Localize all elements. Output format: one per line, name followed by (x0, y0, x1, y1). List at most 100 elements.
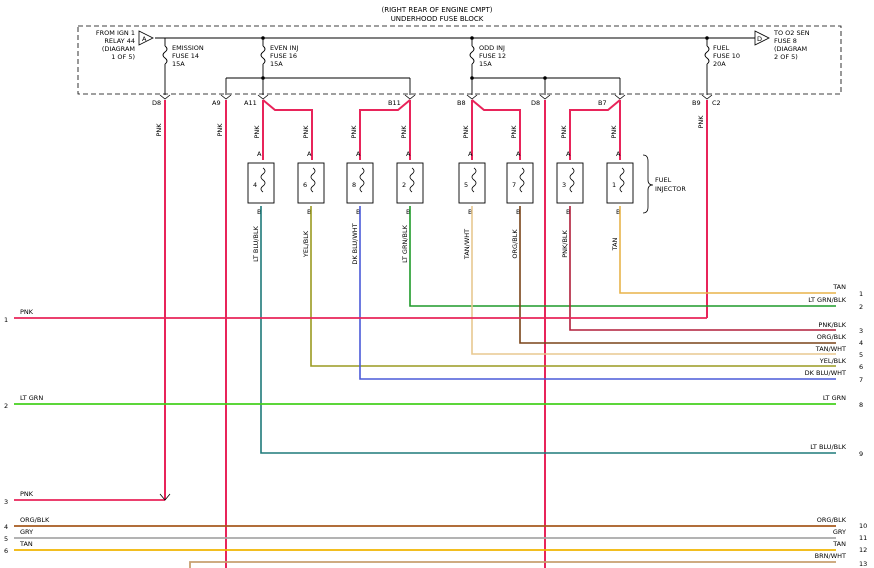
svg-text:PNK: PNK (400, 125, 408, 139)
injector-6: A 6 B (297, 150, 325, 216)
svg-text:6: 6 (859, 363, 863, 371)
svg-text:9: 9 (859, 450, 863, 458)
svg-text:B: B (468, 208, 472, 216)
svg-text:PNK: PNK (610, 125, 618, 139)
svg-text:GRY: GRY (833, 528, 846, 536)
svg-text:ODD INJ: ODD INJ (479, 44, 505, 52)
svg-text:TAN/WHT: TAN/WHT (815, 345, 846, 353)
svg-text:2 OF 5): 2 OF 5) (774, 53, 798, 61)
svg-text:2: 2 (402, 181, 406, 189)
svg-text:6: 6 (4, 547, 8, 555)
svg-text:4: 4 (253, 181, 257, 189)
svg-text:ORG/BLK: ORG/BLK (20, 516, 50, 524)
svg-text:LT GRN: LT GRN (20, 394, 43, 402)
wire-tan-wht (471, 206, 836, 355)
svg-text:PNK: PNK (216, 123, 224, 137)
injector-7: A 7 B (506, 150, 534, 216)
injector-output-wires (260, 206, 836, 454)
svg-text:8: 8 (352, 181, 356, 189)
svg-text:ORG/BLK: ORG/BLK (511, 229, 519, 259)
svg-text:PNK: PNK (155, 123, 163, 137)
svg-text:D: D (757, 35, 762, 43)
svg-text:15A: 15A (479, 60, 492, 68)
svg-text:LT BLU/BLK: LT BLU/BLK (810, 443, 847, 451)
injector-bottom-labels: LT BLU/BLK YEL/BLK DK BLU/WHT LT GRN/BLK… (252, 223, 619, 264)
svg-text:EVEN INJ: EVEN INJ (270, 44, 298, 52)
pnk-return-chevron (159, 493, 171, 501)
wire-lt-blu-blk (260, 206, 836, 454)
svg-text:DK BLU/WHT: DK BLU/WHT (351, 223, 359, 264)
svg-text:A: A (516, 150, 521, 158)
svg-text:12: 12 (859, 546, 867, 554)
svg-text:PNK: PNK (302, 125, 310, 139)
svg-text:5: 5 (4, 535, 8, 543)
connector-labels: D8 A9 A11 B11 B8 D8 B7 B9 C2 (152, 99, 721, 107)
injector-4: A 4 B (247, 150, 275, 216)
svg-text:2: 2 (4, 402, 8, 410)
fuse-block-location: (RIGHT REAR OF ENGINE CMPT) (382, 6, 493, 14)
svg-text:3: 3 (4, 498, 8, 506)
svg-text:B: B (616, 208, 620, 216)
wire-dk-blu-wht (359, 206, 836, 380)
svg-text:A: A (307, 150, 312, 158)
injector-1: A 1 B (606, 150, 634, 216)
svg-text:GRY: GRY (20, 528, 33, 536)
svg-text:4: 4 (4, 523, 8, 531)
svg-text:TAN: TAN (19, 540, 33, 548)
to-o2-sensor-connector: D TO O2 SEN FUSE 8 (DIAGRAM 2 OF 5) (754, 29, 810, 61)
injector-group: A 4 B A 6 B A 8 B A 2 B A (247, 150, 634, 216)
fuse-labels: EMISSION FUSE 14 15A EVEN INJ FUSE 16 15… (172, 44, 740, 68)
svg-text:B9: B9 (692, 99, 701, 107)
svg-text:DK BLU/WHT: DK BLU/WHT (805, 369, 846, 377)
svg-text:A: A (616, 150, 621, 158)
svg-text:(DIAGRAM: (DIAGRAM (774, 45, 807, 53)
right-wire-labels: TAN 1 LT GRN/BLK 2 PNK/BLK 3 ORG/BLK 4 T… (805, 283, 868, 568)
svg-text:1: 1 (4, 316, 8, 324)
svg-text:ORG/BLK: ORG/BLK (817, 333, 847, 341)
wire-pnk-blk (569, 206, 836, 331)
injector-2: A 2 B (396, 150, 424, 216)
svg-text:PNK/BLK: PNK/BLK (561, 229, 569, 257)
svg-text:TAN: TAN (832, 283, 846, 291)
svg-text:FROM IGN 1: FROM IGN 1 (96, 29, 135, 37)
svg-text:PNK: PNK (20, 490, 34, 498)
wire-yel-blk (310, 206, 836, 367)
svg-text:FUEL: FUEL (655, 176, 672, 184)
svg-text:YEL/BLK: YEL/BLK (819, 357, 847, 365)
svg-text:15A: 15A (172, 60, 185, 68)
svg-text:PNK: PNK (560, 125, 568, 139)
svg-text:20A: 20A (713, 60, 726, 68)
svg-text:YEL/BLK: YEL/BLK (302, 230, 310, 258)
svg-text:B: B (516, 208, 520, 216)
wire-tan (619, 206, 836, 294)
svg-text:FUSE 12: FUSE 12 (479, 52, 506, 60)
svg-text:FUSE 14: FUSE 14 (172, 52, 199, 60)
svg-text:D8: D8 (152, 99, 161, 107)
svg-text:LT GRN: LT GRN (823, 394, 846, 402)
svg-text:PNK: PNK (697, 115, 705, 129)
wire-lt-grn-blk (409, 206, 836, 307)
injector-3: A 3 B (556, 150, 584, 216)
svg-text:7: 7 (512, 181, 516, 189)
svg-text:B: B (307, 208, 311, 216)
svg-text:A: A (468, 150, 473, 158)
svg-text:PNK: PNK (462, 125, 470, 139)
wire-tags: PNK PNK PNK PNK PNK PNK PNK PNK PNK PNK … (155, 115, 705, 139)
svg-text:BRN/WHT: BRN/WHT (815, 552, 846, 560)
svg-text:FUEL: FUEL (713, 44, 730, 52)
from-ign-relay-connector: A FROM IGN 1 RELAY 44 (DIAGRAM 1 OF 5) (96, 29, 154, 61)
svg-text:D8: D8 (531, 99, 540, 107)
svg-text:B: B (566, 208, 570, 216)
svg-text:(DIAGRAM: (DIAGRAM (102, 45, 135, 53)
svg-text:13: 13 (859, 560, 867, 568)
svg-text:TAN/WHT: TAN/WHT (463, 229, 471, 260)
svg-text:LT GRN/BLK: LT GRN/BLK (808, 296, 846, 304)
svg-text:FUSE 8: FUSE 8 (774, 37, 797, 45)
connector-chevrons (159, 94, 713, 100)
svg-text:FUSE 16: FUSE 16 (270, 52, 297, 60)
svg-text:TO O2 SEN: TO O2 SEN (773, 29, 810, 37)
fuse-bus (155, 37, 755, 95)
svg-text:6: 6 (303, 181, 307, 189)
svg-text:A: A (356, 150, 361, 158)
